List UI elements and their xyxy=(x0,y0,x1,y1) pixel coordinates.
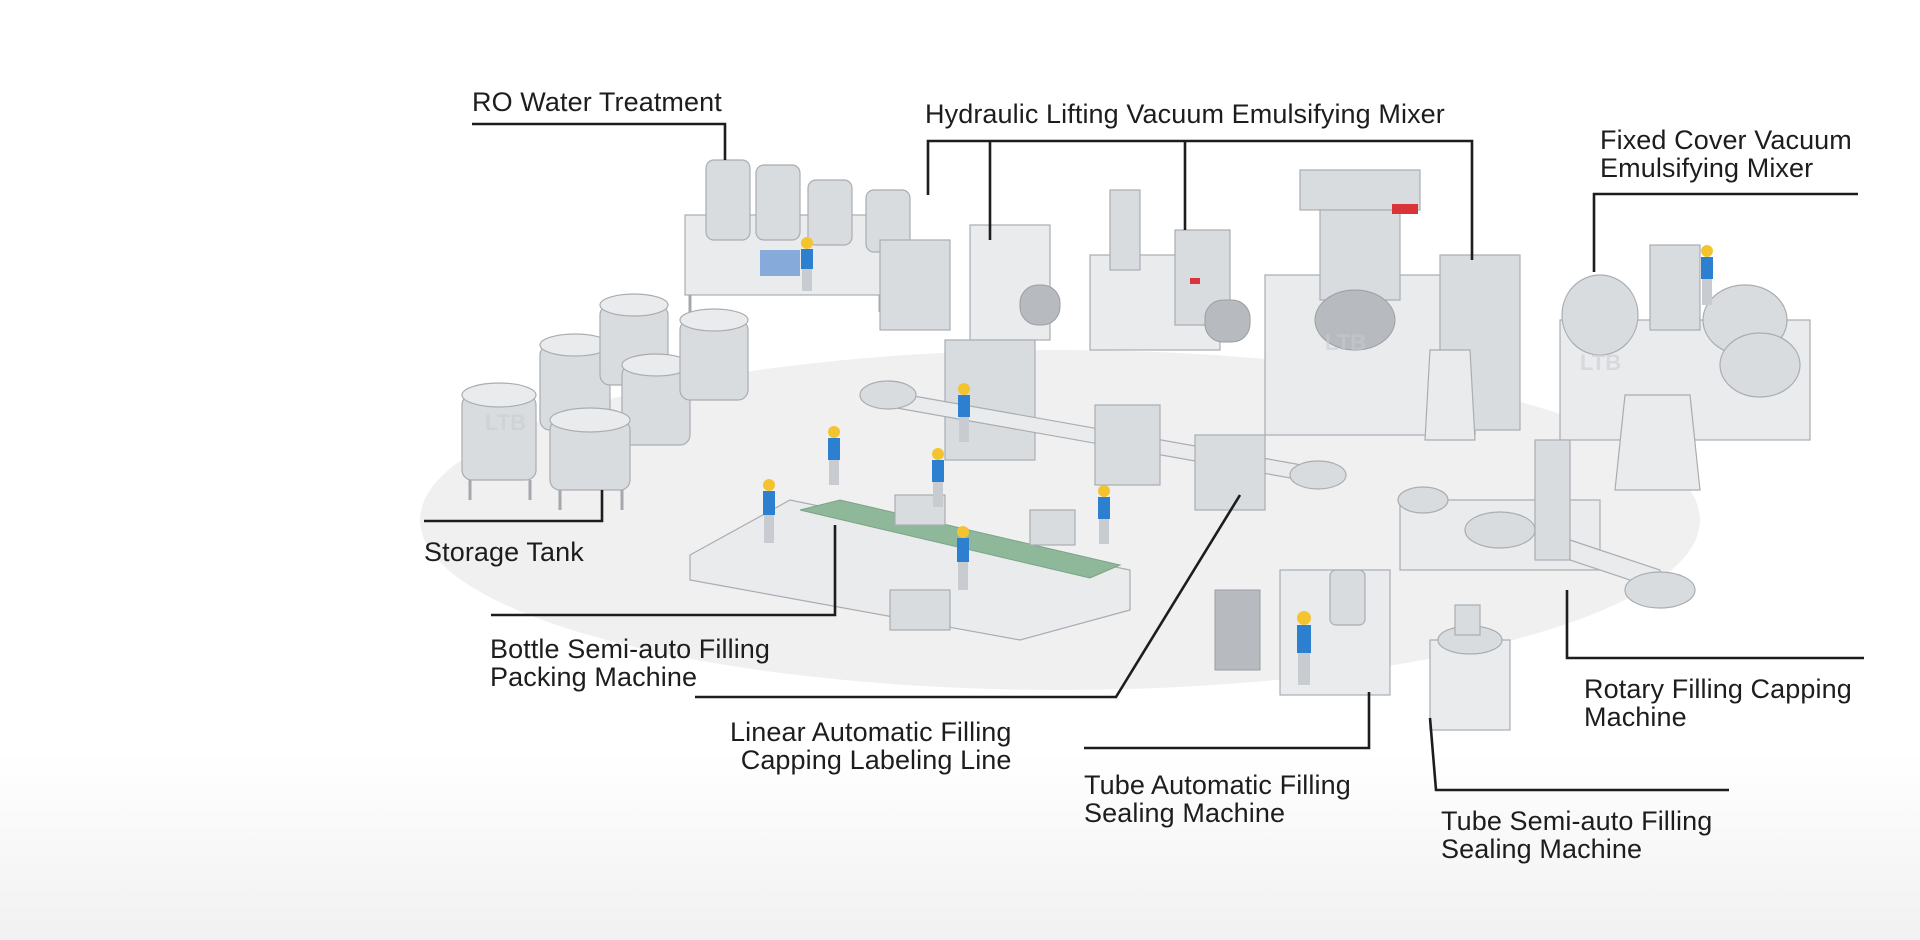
label-rotary-filling: Rotary Filling Capping Machine xyxy=(1584,674,1852,732)
worker-figure xyxy=(932,448,944,507)
workers xyxy=(763,237,1713,685)
leader-hydraulic-mixer xyxy=(926,139,1474,260)
label-fixed-cover-mixer: Fixed Cover Vacuum Emulsifying Mixer xyxy=(1600,125,1852,183)
worker-figure xyxy=(1297,611,1311,685)
label-tube-semi-auto: Tube Semi-auto Filling Sealing Machine xyxy=(1441,806,1713,864)
leader-storage-tank xyxy=(424,490,604,523)
worker-figure xyxy=(1098,485,1110,544)
watermark-text: LTB xyxy=(485,410,526,435)
worker-figure xyxy=(957,526,969,590)
tube-semi-auto-filling-machine xyxy=(1429,604,1511,731)
worker-figure xyxy=(828,426,840,485)
storage-tanks xyxy=(461,293,749,510)
hydraulic-lifting-mixer-group xyxy=(879,189,1251,351)
worker-figure xyxy=(1701,245,1713,305)
rotary-filling-capping-machine xyxy=(1397,439,1696,609)
worker-figure xyxy=(763,479,775,543)
leader-tube-auto xyxy=(1084,692,1371,750)
label-ro-water-treatment: RO Water Treatment xyxy=(472,87,722,117)
leader-ro-water xyxy=(472,122,727,160)
leader-bottle-semi xyxy=(491,525,837,617)
label-hydraulic-lifting-mixer: Hydraulic Lifting Vacuum Emulsifying Mix… xyxy=(925,99,1445,129)
leader-linear-auto xyxy=(695,494,1242,699)
fixed-cover-mixer xyxy=(1559,244,1811,491)
label-bottle-semi-auto: Bottle Semi-auto Filling Packing Machine xyxy=(490,634,771,692)
worker-figure xyxy=(801,237,813,291)
large-vacuum-mixer xyxy=(1264,169,1521,441)
watermark-text: LTB xyxy=(1325,330,1366,355)
ro-water-treatment-unit xyxy=(684,159,911,312)
leader-tube-semi xyxy=(1428,717,1729,792)
label-storage-tank: Storage Tank xyxy=(424,537,584,567)
label-linear-automatic: Linear Automatic Filling Capping Labelin… xyxy=(730,717,1012,775)
watermark-text: LTB xyxy=(1580,350,1621,375)
leader-fixed-cover xyxy=(1592,192,1858,272)
label-tube-automatic: Tube Automatic Filling Sealing Machine xyxy=(1084,770,1351,828)
leader-rotary xyxy=(1565,590,1864,660)
worker-figure xyxy=(958,383,970,442)
